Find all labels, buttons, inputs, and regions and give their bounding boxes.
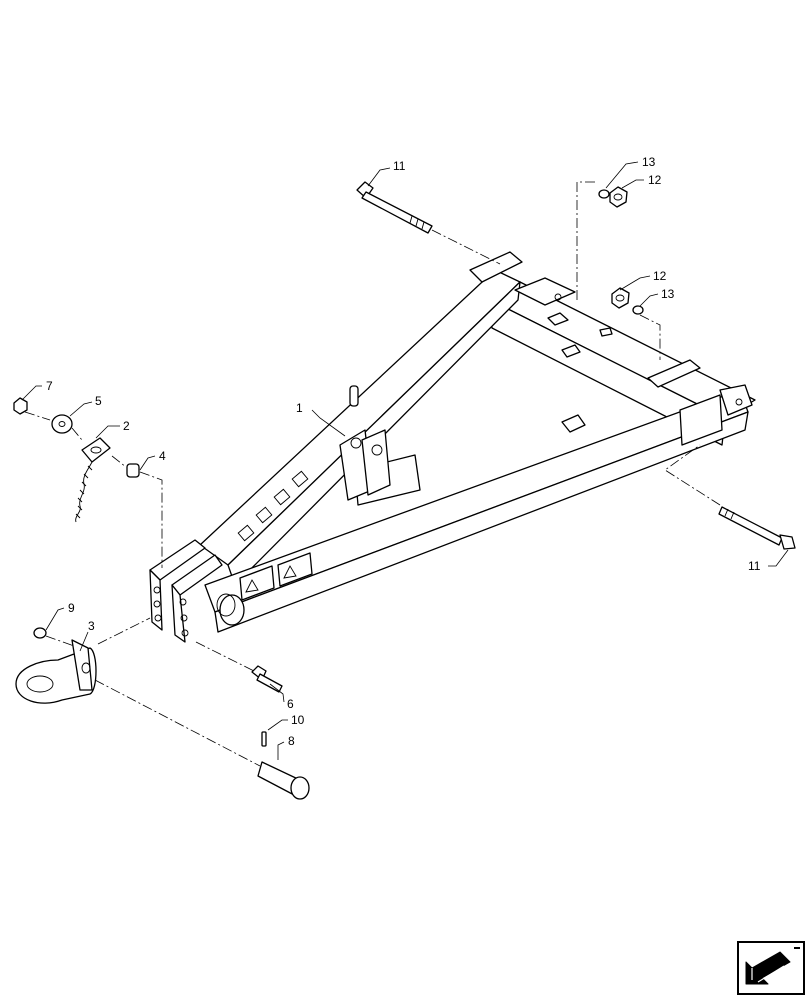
callout-3: 3 — [88, 619, 95, 633]
callout-13-right: 13 — [661, 287, 675, 301]
callout-9: 9 — [68, 601, 75, 615]
callout-8: 8 — [288, 734, 295, 748]
callout-11-top: 11 — [393, 159, 406, 173]
callout-6: 6 — [287, 697, 294, 711]
washer-5[interactable] — [51, 414, 73, 434]
callout-13-top: 13 — [642, 155, 656, 169]
callout-12-right: 12 — [653, 269, 667, 283]
callout-11-bottom: 11 — [748, 559, 761, 573]
callout-leaders — [21, 161, 789, 760]
bolt-bottom[interactable] — [718, 506, 796, 550]
hitch-pin[interactable] — [257, 761, 310, 800]
spacer-4[interactable] — [126, 463, 140, 478]
nut-washer-top[interactable] — [598, 186, 628, 208]
hitch-eye[interactable] — [15, 639, 97, 704]
washer-9[interactable] — [33, 627, 47, 639]
safety-chain[interactable] — [75, 437, 111, 523]
callout-4: 4 — [159, 449, 166, 463]
callout-1: 1 — [296, 401, 303, 415]
callout-7: 7 — [46, 379, 53, 393]
page-turn-arrow-icon[interactable] — [737, 941, 805, 995]
assembly-lines — [24, 181, 721, 767]
nut-washer-right[interactable] — [611, 287, 644, 315]
bolt-6[interactable] — [251, 665, 283, 693]
callout-12-top: 12 — [648, 173, 662, 187]
callout-10: 10 — [291, 713, 305, 727]
callout-2: 2 — [123, 419, 130, 433]
nut-7[interactable] — [13, 397, 28, 415]
callout-labels: 1 2 3 4 5 6 7 8 9 10 11 11 12 12 13 13 — [46, 155, 761, 748]
hitch-frame[interactable] — [149, 251, 756, 643]
callout-5: 5 — [95, 394, 102, 408]
cotter-pin[interactable] — [261, 731, 267, 747]
bolt-top[interactable] — [356, 181, 433, 234]
